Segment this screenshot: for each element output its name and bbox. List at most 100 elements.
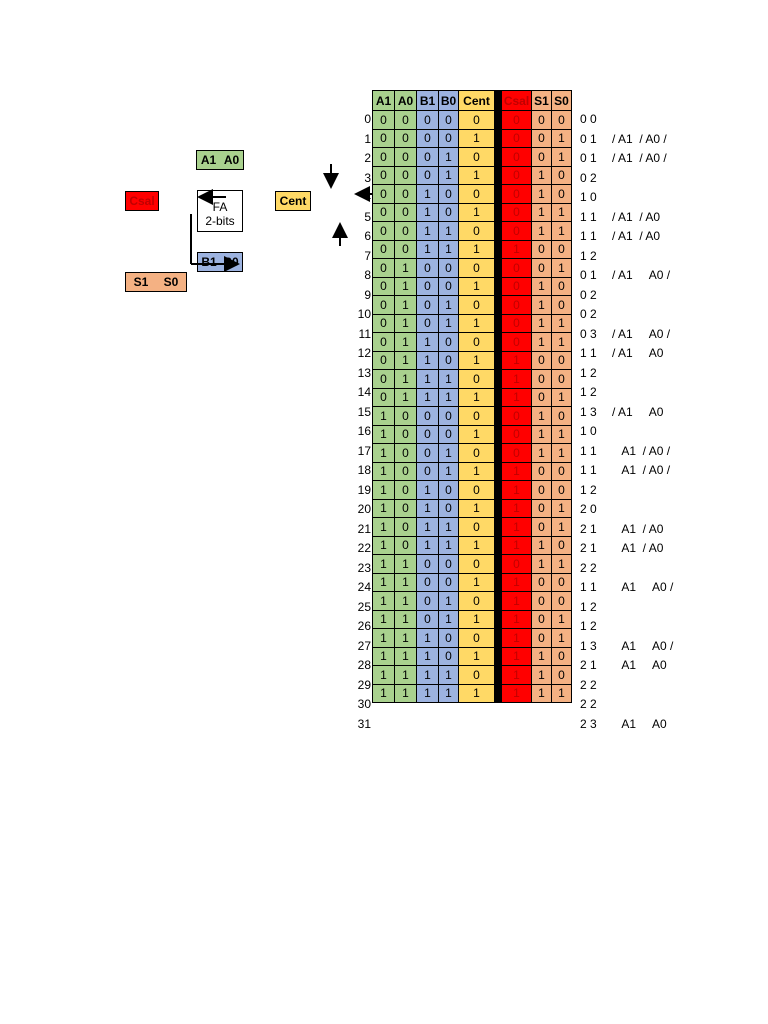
- row-note: [612, 110, 722, 130]
- bit-cell: 0: [501, 258, 532, 278]
- decimal-value: 2 3: [580, 716, 597, 731]
- bit-cell: 1: [416, 535, 439, 555]
- bit-cell: 1: [416, 202, 439, 222]
- bit-cell: 0: [531, 517, 552, 537]
- row-number: 11: [358, 326, 371, 341]
- bit-cell: 1: [501, 369, 532, 389]
- bit-cell: 1: [458, 276, 495, 296]
- bit-cell: 0: [458, 295, 495, 315]
- bit-cell: 1: [458, 202, 495, 222]
- bit-cell: 0: [394, 202, 417, 222]
- row-note: A1 / A0: [612, 521, 664, 536]
- decimal-value: 0 2: [580, 307, 597, 321]
- bit-cell: 1: [438, 313, 459, 333]
- bit-cell: 0: [458, 443, 495, 463]
- row-note: A1 A0 /: [612, 580, 674, 594]
- decimal-value: 0 2: [580, 287, 597, 302]
- bit-cell: 0: [531, 258, 552, 278]
- bit-cell: 0: [416, 110, 439, 130]
- bit-cell: 0: [531, 387, 552, 407]
- bit-cell: 0: [501, 202, 532, 222]
- bit-cell: 1: [394, 369, 417, 389]
- bit-cell: 1: [416, 369, 439, 389]
- bit-cell: 1: [501, 628, 532, 648]
- separator: [494, 480, 502, 500]
- decimal-value: 1 1: [580, 209, 597, 224]
- separator: [494, 665, 502, 685]
- bit-cell: 0: [551, 572, 572, 592]
- row-number: 9: [364, 287, 371, 302]
- bit-cell: 0: [372, 221, 395, 241]
- a0-label: A0: [223, 153, 240, 167]
- bit-cell: 1: [394, 628, 417, 648]
- bit-cell: 1: [416, 221, 439, 241]
- bit-cell: 1: [501, 535, 532, 555]
- bit-cell: 0: [438, 554, 459, 574]
- bit-cell: 1: [438, 387, 459, 407]
- csal-output-box: Csal: [125, 191, 159, 211]
- bit-cell: 1: [416, 332, 439, 352]
- b1-label: B1: [201, 255, 217, 269]
- bit-cell: 1: [372, 591, 395, 611]
- bit-cell: 0: [372, 313, 395, 333]
- bit-cell: 1: [394, 295, 417, 315]
- bit-cell: 1: [458, 535, 495, 555]
- bit-cell: 0: [551, 295, 572, 315]
- bit-cell: 1: [438, 443, 459, 463]
- bit-cell: 1: [551, 498, 572, 518]
- bit-cell: 0: [551, 239, 572, 259]
- separator: [494, 628, 502, 648]
- separator: [494, 424, 502, 444]
- decimal-value: 0 1: [580, 131, 597, 146]
- bit-cell: 0: [394, 406, 417, 426]
- row-note: [612, 169, 722, 189]
- bit-cell: 0: [458, 332, 495, 352]
- bit-cell: 1: [372, 554, 395, 574]
- separator: [494, 221, 502, 241]
- bit-cell: 1: [531, 535, 552, 555]
- bit-cell: 0: [438, 424, 459, 444]
- header-b1: B1: [416, 90, 439, 111]
- row-note: [612, 500, 722, 520]
- separator: [494, 535, 502, 555]
- separator: [494, 184, 502, 204]
- bit-cell: 1: [438, 147, 459, 167]
- fa-label: FA: [212, 200, 228, 214]
- separator: [494, 443, 502, 463]
- separator: [494, 406, 502, 426]
- bit-cell: 0: [394, 165, 417, 185]
- row-number: 17: [357, 443, 371, 458]
- table-header-row: A1 A0 B1 B0 Cent Csal S1 S0: [372, 90, 572, 111]
- bit-cell: 1: [458, 646, 495, 666]
- decimal-value: 1 2: [580, 248, 597, 263]
- decimal-value: 1 0: [580, 190, 597, 204]
- separator: [494, 332, 502, 352]
- decimal-value: 1 1: [580, 229, 597, 243]
- separator: [494, 517, 502, 537]
- bit-cell: 0: [551, 184, 572, 204]
- a1-label: A1: [200, 153, 217, 167]
- decimal-value: 2 2: [580, 677, 597, 692]
- decimal-value: 1 0: [580, 424, 597, 438]
- row-note: / A1 A0 /: [612, 268, 671, 282]
- row-number: 5: [364, 209, 371, 224]
- bit-cell: 1: [551, 554, 572, 574]
- header-s0: S0: [551, 90, 572, 111]
- bit-cell: 0: [416, 554, 439, 574]
- bit-cell: 0: [416, 406, 439, 426]
- row-number: 0: [364, 112, 371, 126]
- row-note: [612, 422, 722, 442]
- separator: [494, 295, 502, 315]
- bit-cell: 0: [501, 424, 532, 444]
